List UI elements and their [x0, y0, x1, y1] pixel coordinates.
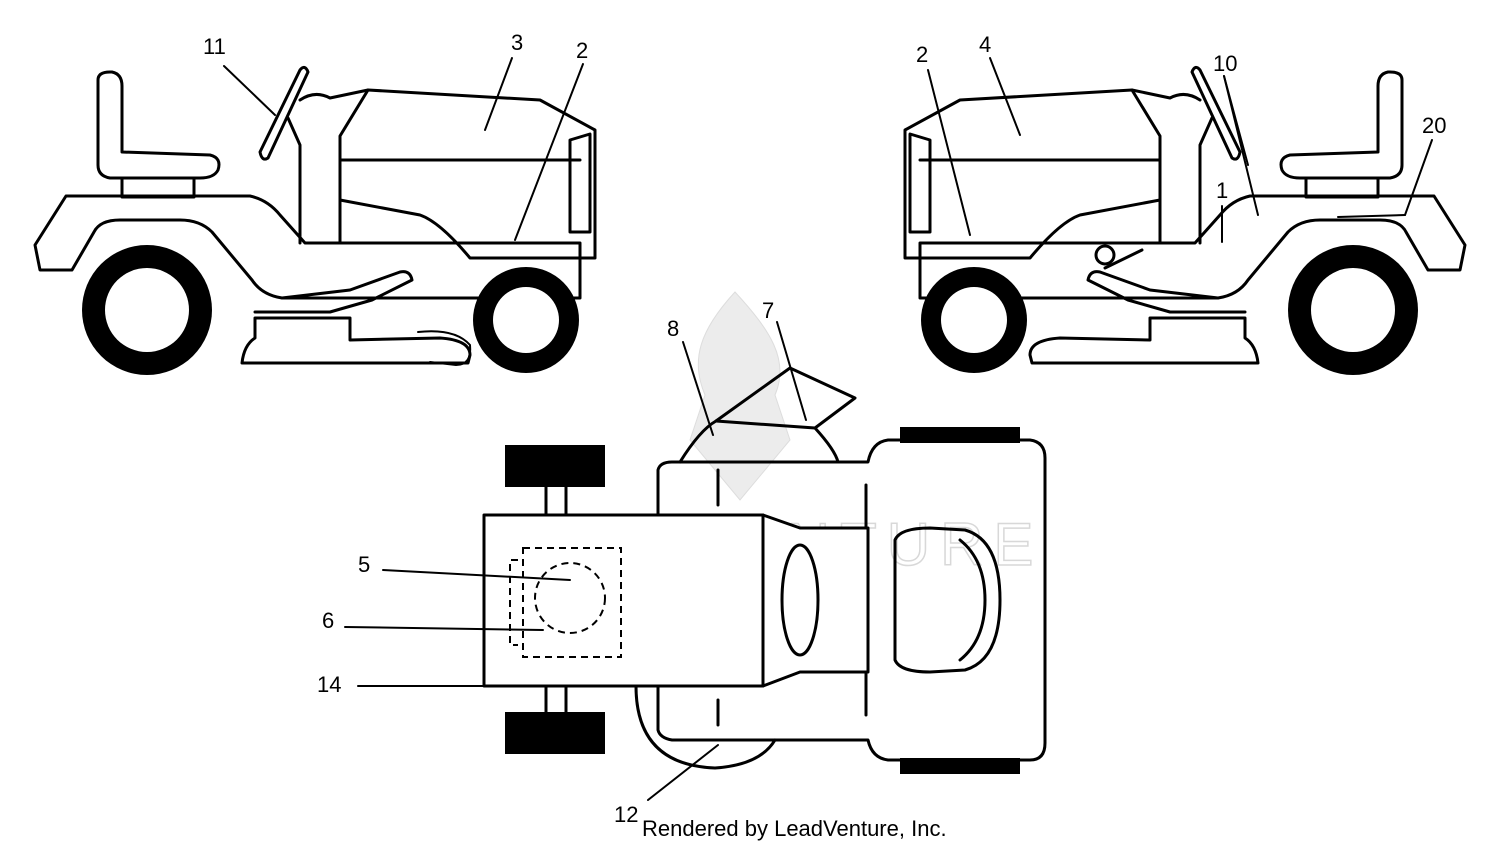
callout-label: 1	[1216, 178, 1228, 203]
callout-label: 12	[614, 802, 638, 827]
callout-label: 8	[667, 316, 679, 341]
callout-label: 6	[322, 608, 334, 633]
leader-lines	[223, 57, 1433, 801]
callout-label: 14	[317, 672, 341, 697]
callout-label: 2	[576, 38, 588, 63]
tractor-left-side-view	[33, 65, 597, 375]
callout-label: 7	[762, 298, 774, 323]
tractor-right-side-view	[903, 65, 1467, 375]
callout-label: 11	[203, 34, 226, 59]
callout-label: 20	[1422, 113, 1446, 138]
tractor-top-view	[482, 366, 1047, 774]
rendered-by-credit: Rendered by LeadVenture, Inc.	[642, 816, 947, 841]
callout-label: 2	[916, 42, 928, 67]
callout-label: 4	[979, 32, 991, 57]
watermark-flame-logo	[689, 291, 791, 501]
callout-labels: 1 2 2 3 4 5 6 7 8 10 11 12 14 20	[203, 30, 1446, 827]
callout-label: 3	[511, 30, 523, 55]
callout-label: 10	[1213, 51, 1237, 76]
callout-label: 5	[358, 552, 370, 577]
